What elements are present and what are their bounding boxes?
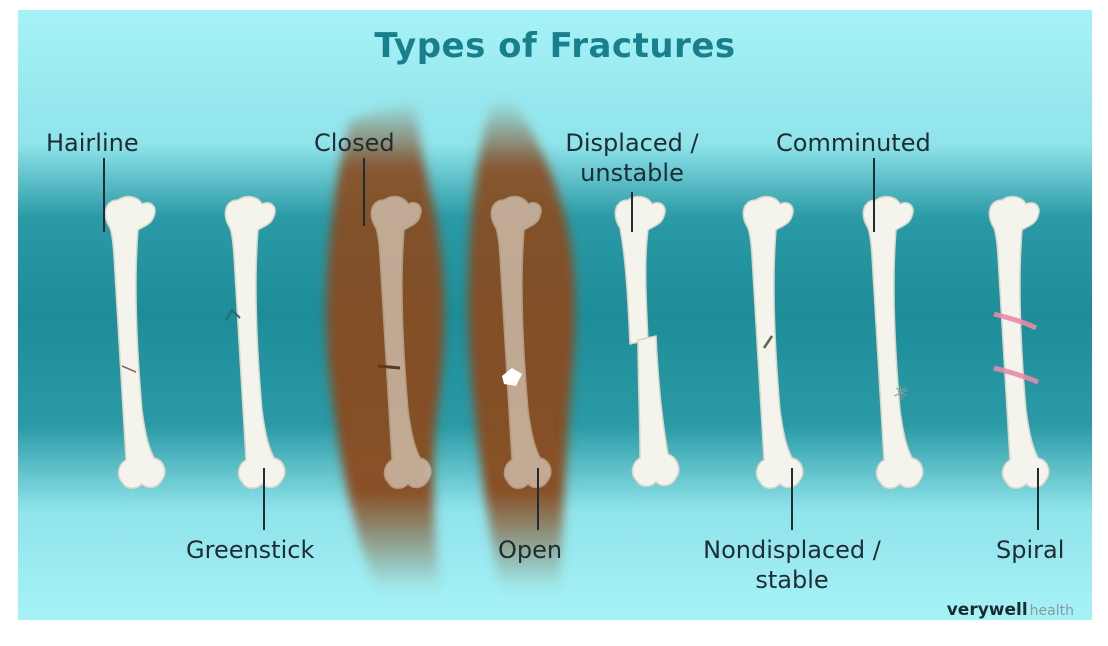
label-hairline: Hairline	[46, 128, 139, 158]
label-comminuted: Comminuted	[776, 128, 931, 158]
label-nondisplaced-line2: stable	[672, 565, 912, 595]
label-closed: Closed	[314, 128, 395, 158]
label-greenstick: Greenstick	[186, 535, 314, 565]
brand-part1: verywell	[947, 600, 1028, 620]
label-nondisplaced: Nondisplaced / stable	[672, 535, 912, 595]
label-spiral: Spiral	[996, 535, 1064, 565]
closed-fracture-line	[378, 366, 400, 368]
diagram-title: Types of Fractures	[18, 26, 1092, 66]
label-displaced-line1: Displaced /	[544, 128, 720, 158]
label-open: Open	[498, 535, 562, 565]
label-displaced: Displaced / unstable	[544, 128, 720, 188]
brand-part2: health	[1030, 603, 1074, 619]
brand-logo: verywellhealth	[947, 600, 1074, 620]
label-displaced-line2: unstable	[544, 158, 720, 188]
label-nondisplaced-line1: Nondisplaced /	[672, 535, 912, 565]
